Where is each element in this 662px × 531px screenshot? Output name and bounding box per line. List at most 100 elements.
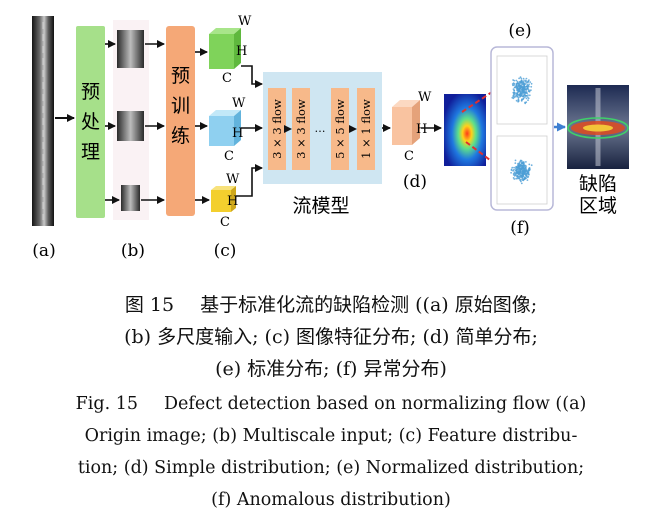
- flow-layer-4: [357, 88, 375, 170]
- scatter-point: [516, 80, 519, 83]
- scatter-point: [516, 86, 519, 89]
- feature-cube-green: W H C: [209, 14, 252, 86]
- connector-cube1-to-flow: [241, 65, 263, 88]
- scatter-point: [526, 83, 529, 86]
- scatter-point: [515, 92, 518, 95]
- scatter-point: [517, 177, 520, 179]
- scatter-point: [520, 162, 523, 165]
- scatter-point: [525, 81, 528, 84]
- scatter-point: [518, 82, 521, 85]
- scatter-point: [520, 79, 523, 82]
- flow-layer-2: [292, 88, 310, 170]
- scatter-point: [514, 162, 517, 165]
- scatter-point: [511, 166, 514, 169]
- cube3-c-label: C: [220, 215, 230, 230]
- scatter-point: [525, 171, 528, 173]
- panel-label-d: (d): [403, 172, 427, 192]
- scatter-point: [517, 90, 520, 93]
- scatter-point: [521, 177, 524, 180]
- scatter-point: [528, 90, 531, 93]
- scatter-point: [519, 159, 522, 162]
- scatter-point: [512, 84, 514, 87]
- cube3-h-label: H: [227, 194, 238, 209]
- scatter-point: [518, 77, 520, 80]
- scatter-point: [515, 83, 518, 86]
- scatter-point: [528, 169, 531, 172]
- scatter-point: [518, 178, 521, 180]
- scatter-point: [527, 87, 529, 90]
- cube3-w-label: W: [226, 172, 240, 187]
- flow-model-label: 流模型: [292, 195, 349, 217]
- scatter-point: [520, 77, 523, 80]
- crop-medium: [117, 111, 144, 141]
- scatter-point: [512, 177, 515, 179]
- pretrain-label: 预训练: [171, 65, 190, 147]
- scatter-point: [525, 89, 528, 91]
- flow-model-block: 3 × 3 flow 3 × 3 flow 5 × 5 flow 1 × 1 f…: [263, 72, 382, 184]
- scatter-point: [516, 169, 519, 171]
- scatter-point: [516, 166, 519, 169]
- flow-layer-2-label: 3 × 3 flow: [294, 99, 308, 159]
- cube2-c-label: C: [224, 149, 234, 164]
- scatter-point: [513, 166, 515, 169]
- scatter-point: [529, 81, 532, 83]
- caption-cn-figure-number: 图 15: [124, 294, 175, 316]
- scatter-point: [525, 169, 528, 172]
- scatter-point: [517, 98, 520, 101]
- scatter-point: [520, 180, 522, 183]
- scatter-point: [522, 77, 525, 80]
- scatter-point: [513, 168, 515, 171]
- caption-en-text-1: Defect detection based on normalizing fl…: [163, 394, 587, 414]
- scatter-point: [523, 92, 526, 94]
- scatter-point: [512, 79, 514, 81]
- scatter-point: [517, 96, 520, 99]
- scatter-point: [510, 169, 513, 172]
- scatter-point: [527, 175, 530, 178]
- scatter-point: [514, 159, 517, 162]
- scatter-point: [523, 86, 526, 89]
- scatter-point: [519, 76, 522, 79]
- scatter-point: [520, 182, 523, 185]
- panel-label-e: (e): [508, 21, 531, 41]
- scatter-point: [513, 89, 515, 92]
- scatter-point: [525, 174, 528, 177]
- normal-scatter-points: [511, 76, 533, 105]
- scatter-point: [512, 95, 515, 98]
- flow-layer-3-label: 5 × 5 flow: [333, 99, 347, 159]
- defect-region-label-2: 区域: [579, 195, 617, 217]
- scatter-point: [518, 172, 520, 175]
- scatter-point: [516, 95, 518, 98]
- scatter-point: [520, 171, 522, 174]
- scatter-point: [520, 165, 523, 167]
- scatter-point: [528, 167, 531, 170]
- scatter-point: [520, 178, 522, 181]
- scatter-point: [525, 80, 528, 82]
- scatter-point: [526, 179, 529, 182]
- flow-layer-1-label: 3 × 3 flow: [270, 99, 284, 159]
- scatter-point: [527, 94, 529, 96]
- cube2-w-label: W: [232, 96, 246, 111]
- panel-label-c: (c): [214, 241, 237, 261]
- panel-label-b: (b): [121, 241, 145, 261]
- scatter-point: [523, 176, 526, 179]
- cube2-h-label: H: [232, 126, 243, 141]
- scatter-point: [524, 94, 527, 97]
- scatter-point: [512, 82, 515, 85]
- cube1-w-label: W: [238, 14, 252, 29]
- scatter-point: [525, 161, 527, 163]
- scatter-point: [520, 94, 523, 97]
- scatter-point: [510, 171, 512, 174]
- scatter-point: [521, 88, 524, 90]
- scatter-point: [519, 85, 522, 87]
- panel-label-f: (f): [510, 218, 530, 238]
- caption-en-line-4: (f) Anomalous distribution): [211, 490, 451, 510]
- scatter-point: [519, 168, 522, 171]
- scatter-point: [515, 99, 518, 102]
- scatter-point: [511, 96, 514, 99]
- scatter-point: [528, 173, 530, 176]
- scatter-point: [515, 79, 518, 82]
- scatter-point: [524, 91, 527, 94]
